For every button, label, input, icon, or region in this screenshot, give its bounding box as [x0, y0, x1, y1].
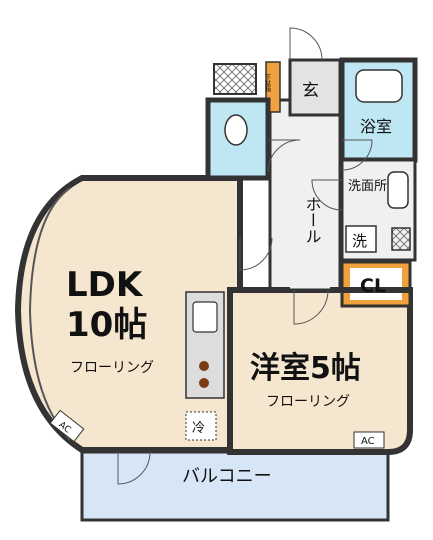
entrance-area: [288, 58, 342, 117]
toilet-vent: [213, 63, 257, 95]
fridge-box: [185, 411, 217, 441]
shoe-box-label: 下駄箱: [264, 74, 271, 93]
closet-inner: [350, 268, 402, 300]
kitchen-sink-icon: [192, 301, 218, 333]
stove-burner-icon: [199, 361, 209, 371]
western-room: [227, 287, 413, 455]
toilet-icon: [224, 114, 248, 146]
hall-label: ホール: [303, 196, 322, 244]
door-swing-icon: [341, 139, 373, 171]
ldk-window-arc: [28, 187, 71, 441]
bathtub-icon: [355, 69, 403, 103]
balcony-label: バルコニー: [182, 466, 272, 487]
stove-burner-icon: [199, 378, 209, 388]
washroom-label: 洗面所: [348, 179, 387, 194]
western-name-label: 洋室5帖: [250, 351, 361, 386]
ac-box: [49, 409, 85, 443]
door-swing-icon: [311, 179, 343, 211]
bath-label: 浴室: [360, 117, 392, 136]
washer-label: 洗: [352, 232, 367, 250]
washroom-vent: [391, 227, 411, 251]
ac-box: [353, 431, 385, 449]
balcony-area: [80, 450, 390, 522]
western-ac-label: AC: [361, 436, 375, 447]
ldk-floor-label: フローリング: [70, 360, 154, 376]
door-swing-icon: [293, 289, 329, 325]
hall-area: [268, 98, 342, 292]
ldk-name-label: LDK: [66, 265, 144, 305]
door-swing-icon: [267, 139, 301, 173]
sink-icon: [387, 171, 409, 209]
closet-label: CL: [360, 275, 386, 297]
ldk-size-label: 10帖: [66, 305, 147, 345]
western-floor-label: フローリング: [266, 394, 350, 410]
door-swing-icon: [289, 27, 323, 61]
washer-box: [345, 225, 377, 253]
fridge-label: 冷: [192, 421, 205, 436]
door-swing-icon: [117, 451, 151, 485]
entrance-label: 玄: [302, 81, 319, 101]
ldk-room: [14, 175, 243, 453]
door-swing-icon: [239, 237, 273, 271]
